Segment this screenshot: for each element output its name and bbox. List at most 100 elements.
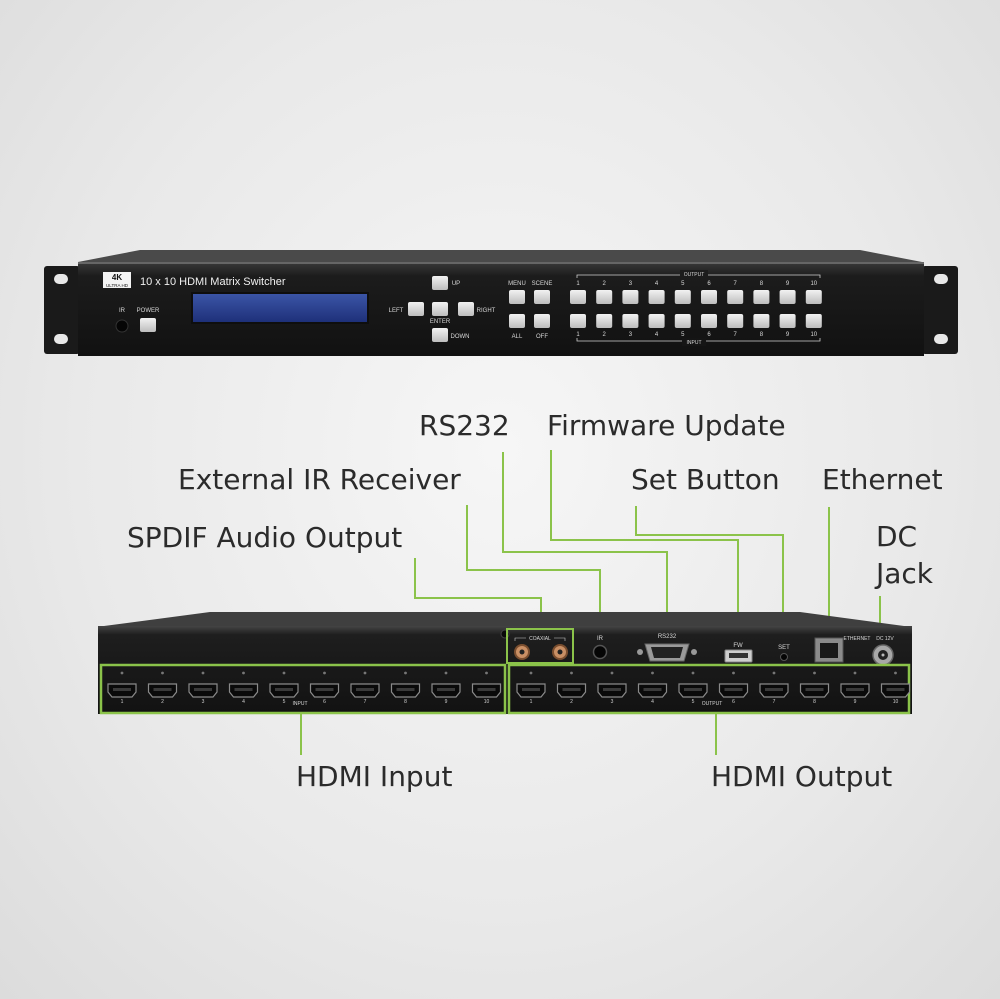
output-number-label: 8: [760, 281, 764, 287]
hdmi-input-number: 2: [161, 699, 164, 705]
output-8-button[interactable]: [753, 290, 770, 304]
hdmi-input-number: 3: [202, 699, 205, 705]
callout-hdmi-input: HDMI Input: [296, 760, 453, 793]
input-2-button[interactable]: [596, 314, 613, 328]
callout-hdmi-output: HDMI Output: [711, 760, 893, 793]
ir-port: [592, 644, 608, 660]
output-4-button[interactable]: [648, 290, 665, 304]
hdmi-input-number: 8: [404, 699, 407, 705]
ethernet-label: ETHERNET: [844, 636, 871, 642]
coaxial-highlight: [506, 628, 574, 664]
off-button[interactable]: [534, 314, 550, 328]
firmware-leader: [550, 450, 739, 628]
output-6-button[interactable]: [701, 290, 717, 304]
led-indicator: [853, 671, 857, 675]
led-indicator: [161, 671, 164, 675]
output-number-label: 7: [734, 281, 738, 287]
output-number-label: 2: [603, 281, 607, 287]
hdmi-output-number: 5: [692, 699, 695, 705]
output-number-label: 9: [786, 281, 790, 287]
led-indicator: [570, 671, 573, 675]
hdmi-output-number: 8: [813, 699, 816, 705]
hdmi-input-highlight: [99, 663, 507, 715]
rack-hole: [934, 334, 948, 344]
output-2-button[interactable]: [596, 290, 613, 304]
input-8-button[interactable]: [753, 314, 770, 328]
input-1-button[interactable]: [570, 314, 586, 328]
led-indicator: [894, 671, 897, 675]
output-number-label: 5: [681, 281, 685, 287]
input-3-button[interactable]: [622, 314, 639, 328]
front-ir-label: IR: [119, 308, 126, 314]
hdmi-input-number: 1: [121, 699, 124, 705]
callout-firmware-update: Firmware Update: [547, 409, 786, 442]
hdmi-input-number: 10: [484, 699, 490, 705]
output-7-button[interactable]: [727, 290, 744, 304]
output-10-button[interactable]: [805, 290, 822, 304]
output-bracket-label: OUTPUT: [684, 272, 705, 278]
led-indicator: [485, 671, 488, 675]
output-5-button[interactable]: [674, 290, 691, 304]
rear-input-label: INPUT: [293, 701, 308, 707]
input-6-button[interactable]: [701, 314, 717, 328]
hdmi-output-number: 3: [611, 699, 614, 705]
rs232-label: RS232: [658, 634, 677, 640]
led-indicator: [529, 671, 533, 675]
chassis-top-rear: [104, 612, 904, 626]
input-number-label: 4: [655, 332, 659, 338]
callout-dc-line1: DC: [876, 520, 918, 553]
menu-button[interactable]: [509, 290, 525, 304]
nav-up-button[interactable]: [432, 276, 448, 290]
chassis-top: [78, 250, 922, 262]
hdmi-output-number: 1: [530, 699, 533, 705]
power-button[interactable]: [140, 318, 156, 332]
nav-left-button[interactable]: [408, 302, 424, 316]
rack-hole: [54, 334, 68, 344]
scene-button[interactable]: [534, 290, 550, 304]
output-number-label: 3: [629, 281, 633, 287]
output-3-button[interactable]: [622, 290, 639, 304]
output-number-label: 1: [576, 281, 580, 287]
nav-enter-button[interactable]: [432, 302, 448, 316]
rack-ear-left: [44, 266, 80, 354]
output-9-button[interactable]: [779, 290, 796, 304]
callout-ethernet: Ethernet: [822, 463, 943, 496]
callout-spdif-audio-output: SPDIF Audio Output: [127, 521, 403, 554]
badge-uhd-text: ULTRA HD: [106, 283, 129, 288]
hdmi-output-number: 7: [773, 699, 776, 705]
input-10-button[interactable]: [805, 314, 822, 328]
input-number-label: 10: [810, 332, 817, 338]
input-4-button[interactable]: [648, 314, 665, 328]
all-button[interactable]: [509, 314, 525, 328]
callout-lines: [300, 450, 881, 755]
input-5-button[interactable]: [674, 314, 691, 328]
led-indicator: [732, 671, 735, 675]
input-number-label: 9: [786, 332, 790, 338]
rack-ear-right: [922, 266, 958, 354]
nav-enter-label: ENTER: [430, 319, 451, 325]
lcd-display: [191, 292, 369, 324]
input-number-label: 8: [760, 332, 764, 338]
set-button[interactable]: [780, 653, 788, 661]
badge-4k-text: 4K: [112, 273, 122, 282]
rs232-leader: [502, 452, 668, 628]
input-9-button[interactable]: [779, 314, 796, 328]
hdmi-output-number: 10: [893, 699, 899, 705]
nav-down-button[interactable]: [432, 328, 448, 342]
output-number-label: 10: [810, 281, 817, 287]
nav-down-label: DOWN: [451, 334, 470, 340]
nav-right-button[interactable]: [458, 302, 474, 316]
output-1-button[interactable]: [570, 290, 586, 304]
led-indicator: [323, 671, 326, 675]
hdmi-input-number: 7: [364, 699, 367, 705]
set-leader: [635, 506, 784, 628]
nav-left-label: LEFT: [389, 308, 404, 314]
input-number-label: 2: [603, 332, 607, 338]
input-number-label: 5: [681, 332, 685, 338]
input-7-button[interactable]: [727, 314, 744, 328]
ir-leader: [466, 505, 601, 628]
input-number-label: 3: [629, 332, 633, 338]
scene-label: SCENE: [532, 281, 553, 287]
